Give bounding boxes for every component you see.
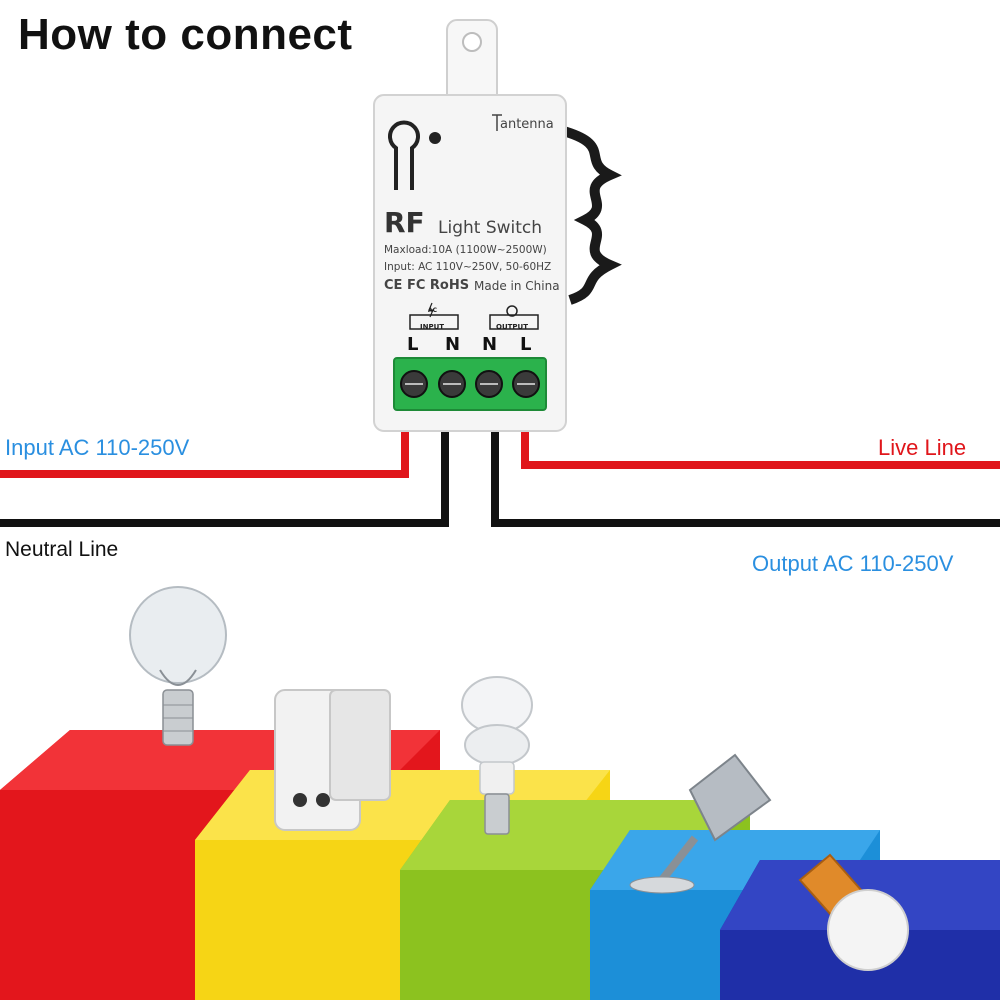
wires bbox=[0, 430, 1000, 527]
terminal-label-l-out: L bbox=[520, 334, 532, 355]
device-body bbox=[373, 94, 567, 432]
terminal-label-l-in: L bbox=[407, 334, 419, 355]
led-bulb-icon bbox=[798, 853, 909, 971]
cfl-bulb-icon bbox=[461, 676, 533, 835]
output-voltage-label: Output AC 110-250V bbox=[752, 551, 954, 576]
device-product: Light Switch bbox=[438, 218, 543, 238]
output-group-label: OUTPUT bbox=[496, 323, 528, 331]
lightning-icon bbox=[428, 302, 434, 318]
antenna-label: antenna bbox=[500, 117, 554, 132]
device-input-spec: Input: AC 110V~250V, 50-60HZ bbox=[384, 261, 552, 273]
page-title: How to connect bbox=[18, 10, 353, 59]
output-live-wire bbox=[521, 430, 1000, 469]
lamp-symbol-icon bbox=[506, 305, 518, 317]
rf-switch-device bbox=[373, 19, 622, 432]
terminal-screws bbox=[400, 370, 540, 398]
device-certs: CE FC RoHS bbox=[384, 278, 470, 293]
input-neutral-wire bbox=[0, 430, 449, 527]
spotlight-icon bbox=[629, 753, 772, 894]
device-maxload: Maxload:10A (1100W~2500W) bbox=[384, 244, 547, 256]
t5-fixture-icon bbox=[274, 689, 391, 831]
input-live-wire bbox=[0, 430, 409, 478]
live-line-label: Live Line bbox=[878, 435, 967, 460]
input-group-label: INPUT bbox=[420, 323, 445, 331]
ac-mark: AC bbox=[428, 307, 438, 314]
led-indicator bbox=[429, 132, 441, 144]
output-neutral-wire bbox=[491, 430, 1000, 527]
antenna-icon bbox=[492, 114, 502, 131]
input-voltage-label: Input AC 110-250V bbox=[5, 435, 190, 460]
terminal-label-n-in: N bbox=[445, 334, 461, 355]
device-brand: RF bbox=[384, 206, 425, 239]
input-bracket bbox=[409, 314, 459, 330]
incandescent-bulb-icon bbox=[129, 586, 227, 746]
terminal-label-n-out: N bbox=[482, 334, 498, 355]
learn-button-icon bbox=[388, 120, 420, 190]
terminal-block bbox=[393, 357, 547, 411]
neutral-line-label: Neutral Line bbox=[5, 538, 119, 561]
device-made-in: Made in China bbox=[474, 279, 560, 293]
